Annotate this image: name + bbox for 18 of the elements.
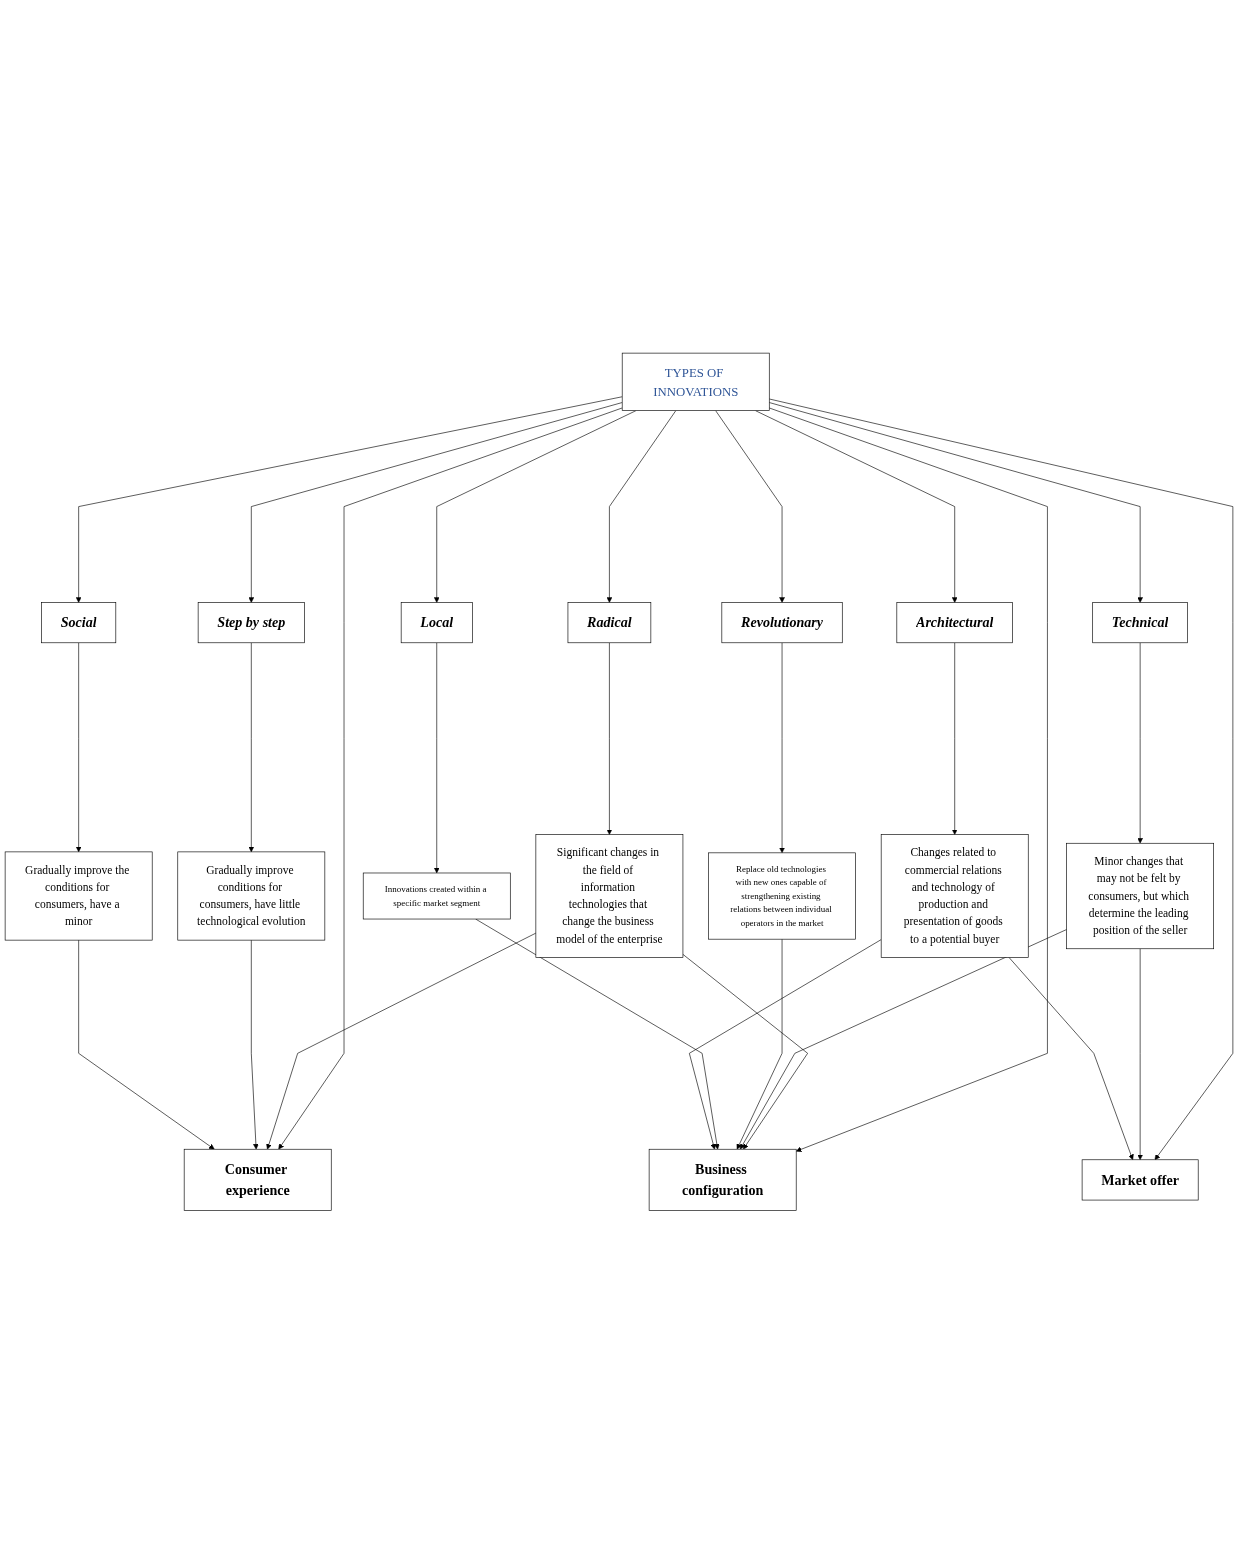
node-box: Gradually improve conditions for consumers, have little technological evolution	[177, 851, 326, 941]
node-box: Innovations created within a specific market segment	[362, 872, 511, 920]
node-box: Step by step	[197, 602, 305, 644]
node-box: Social	[41, 602, 117, 644]
node-box: Radical	[567, 602, 652, 644]
node-box: Gradually improve the conditions for consumers, have a minor	[4, 851, 153, 941]
node-box: Replace old technologies with new ones capable of strengthening existing relations between individual operators in the market	[708, 852, 856, 940]
node-box: Significant changes in the field of information technologies that change the business model of the enterprise	[535, 834, 684, 958]
node-box: Local	[400, 602, 473, 644]
node-box: Technical	[1092, 602, 1188, 644]
node-box: Minor changes that may not be felt by consumers, but which determine the leading position of the seller	[1066, 843, 1214, 950]
node-box: Architectural	[896, 602, 1013, 644]
node-box: Revolutionary	[721, 602, 843, 644]
node-box: Changes related to commercial relations and technology of production and presentation of goods to a potential buyer	[880, 834, 1029, 958]
node-box: TYPES OF INNOVATIONS	[621, 352, 770, 412]
node-box: Business configuration	[648, 1149, 797, 1212]
node-box: Consumer experience	[183, 1149, 332, 1212]
node-box: Market offer	[1081, 1159, 1199, 1201]
